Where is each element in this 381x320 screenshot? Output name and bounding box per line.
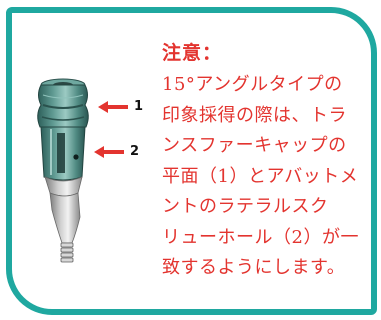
callout-number-2: 2 xyxy=(130,144,140,159)
note-line: 15°アングルタイプの xyxy=(162,74,343,95)
impression-coping-icon xyxy=(37,78,128,263)
callout-number-1: 1 xyxy=(134,99,144,114)
note-line: ントのラテラルスク xyxy=(162,196,329,217)
note-title: 注意： xyxy=(162,42,223,64)
note-line: ンスファーキャップの xyxy=(162,135,347,156)
note-line: リューホール（2）が一 xyxy=(162,226,359,248)
note-line: 致するようにします。 xyxy=(162,257,346,278)
caution-card: 1 2 注意： 15°アングルタイプの 印象採得の際は、トラ ンスファーキャップ… xyxy=(6,7,377,315)
note-line: 平面（1）とアバットメ xyxy=(162,165,359,187)
impression-coping-illustration: 1 2 xyxy=(16,65,166,275)
note-line: 印象採得の際は、トラ xyxy=(162,104,347,126)
caution-note: 注意： 15°アングルタイプの 印象採得の際は、トラ ンスファーキャップの 平面… xyxy=(162,40,370,284)
